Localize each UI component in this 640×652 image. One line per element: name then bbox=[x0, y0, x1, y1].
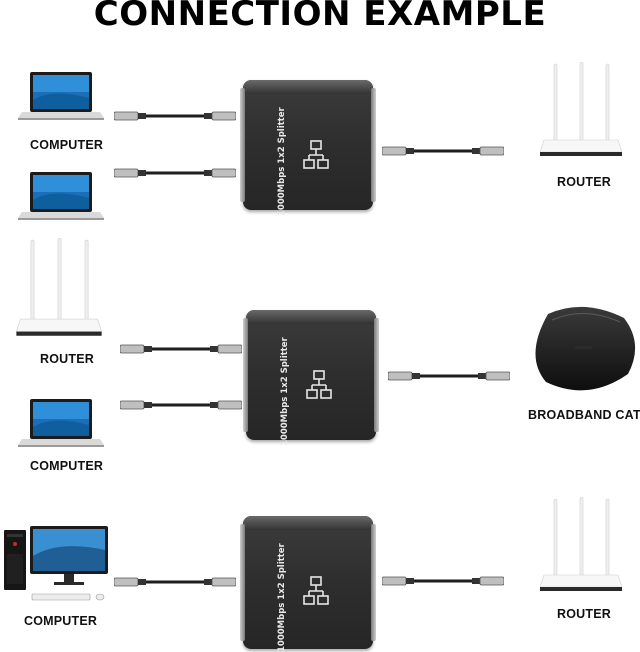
network-icon bbox=[303, 576, 329, 605]
splitter-device: 1000Mbps 1x2 Splitter bbox=[240, 80, 376, 216]
ethernet-cable bbox=[382, 576, 504, 586]
network-icon bbox=[303, 140, 329, 169]
desktop-pc-icon bbox=[4, 526, 108, 601]
router-icon bbox=[16, 238, 102, 336]
router-icon bbox=[540, 497, 622, 591]
ethernet-cable bbox=[114, 577, 236, 587]
laptop-icon bbox=[18, 72, 104, 120]
computer-label: COMPUTER bbox=[30, 459, 104, 473]
ethernet-cable bbox=[120, 400, 242, 410]
ethernet-cable bbox=[114, 111, 236, 121]
laptop-icon bbox=[18, 172, 104, 220]
computer-label: COMPUTER bbox=[24, 614, 98, 628]
ethernet-cable bbox=[388, 371, 510, 381]
broadband-cat-label: BROADBAND CAT bbox=[528, 408, 640, 422]
router-label: ROUTER bbox=[40, 352, 94, 366]
router-label: ROUTER bbox=[557, 607, 611, 621]
page-title: CONNECTION EXAMPLE bbox=[93, 0, 547, 34]
splitter-device: 1000Mbps 1x2 Splitter bbox=[240, 516, 376, 652]
ethernet-cable bbox=[382, 146, 504, 156]
splitter-label: 1000Mbps 1x2 Splitter bbox=[277, 107, 287, 216]
ethernet-cable bbox=[120, 344, 242, 354]
router-label: ROUTER bbox=[557, 175, 611, 189]
router-icon bbox=[540, 62, 622, 156]
computer-label: COMPUTER bbox=[30, 138, 104, 152]
modem-icon bbox=[535, 306, 636, 391]
ethernet-cable bbox=[114, 168, 236, 178]
network-icon bbox=[306, 370, 332, 399]
splitter-device: 1000Mbps 1x2 Splitter bbox=[243, 310, 379, 446]
laptop-icon bbox=[18, 399, 104, 447]
splitter-label: 1000Mbps 1x2 Splitter bbox=[280, 337, 290, 446]
splitter-label: 1000Mbps 1x2 Splitter bbox=[277, 543, 287, 652]
